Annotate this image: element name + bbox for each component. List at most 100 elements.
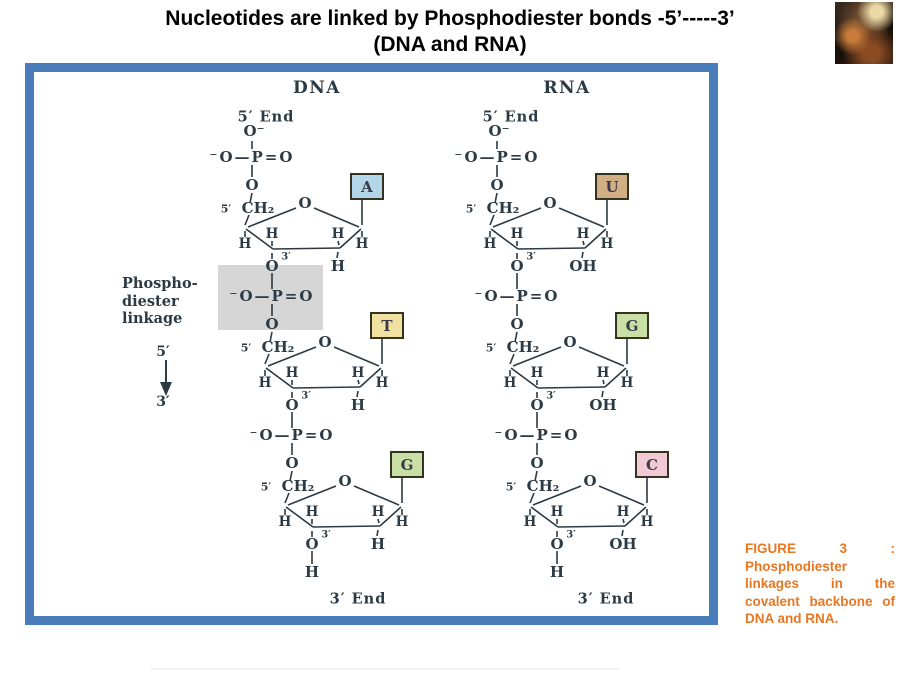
hydrogen-atom: H xyxy=(640,514,654,530)
hydrogen-atom: H xyxy=(285,365,299,381)
hydrogen-atom: H xyxy=(503,375,517,391)
book-cover-image xyxy=(835,2,893,64)
ring-oxygen: O xyxy=(563,333,577,351)
slide-title-line2: (DNA and RNA) xyxy=(373,33,527,56)
ch2-group: CH₂ xyxy=(261,338,295,356)
five-prime-label: 5′ xyxy=(485,341,497,355)
hydrogen-atom: H xyxy=(616,504,630,520)
hydrogen-atom: H xyxy=(395,514,409,530)
ring-oxygen: O xyxy=(583,472,597,490)
linker-oxygen: O xyxy=(245,176,259,194)
phosphodiester-label-line3: linkage xyxy=(122,310,183,327)
direction-arrow-icon xyxy=(160,360,172,396)
three-prime-label: 3′ xyxy=(281,251,291,263)
three-prime-oxygen: O xyxy=(510,257,524,275)
base-letter: U xyxy=(605,177,619,196)
hydrogen-atom: H xyxy=(523,514,537,530)
two-prime-substituent: OH xyxy=(569,257,597,275)
ch2-group: CH₂ xyxy=(281,477,315,495)
hydrogen-atom: H xyxy=(305,504,319,520)
bond-lines xyxy=(509,304,628,428)
five-prime-label: 5′ xyxy=(505,480,517,494)
hydrogen-atom: H xyxy=(530,365,544,381)
phosphate-group: ⁻O—P=O xyxy=(474,287,560,305)
ring-oxygen: O xyxy=(298,194,312,212)
ch2-group: CH₂ xyxy=(241,199,275,217)
slide-title: Nucleotides are linked by Phosphodiester… xyxy=(0,6,900,58)
ring-oxygen: O xyxy=(318,333,332,351)
two-prime-substituent: OH xyxy=(589,396,617,414)
five-prime-label: 5′ xyxy=(220,202,232,216)
base-letter: T xyxy=(381,316,393,335)
figure-frame xyxy=(25,63,718,625)
hydrogen-atom: H xyxy=(550,504,564,520)
ch2-group: CH₂ xyxy=(526,477,560,495)
phosphate-o-minus: O⁻ xyxy=(488,122,510,140)
hydrogen-atom: H xyxy=(278,514,292,530)
figure-caption: FIGURE 3 : Phosphodiester linkages in th… xyxy=(745,541,895,626)
three-prime-label: 3′ xyxy=(546,390,556,402)
three-prime-label: 3′ xyxy=(301,390,311,402)
hydrogen-atom: H xyxy=(265,226,279,242)
linker-oxygen: O xyxy=(530,454,544,472)
base-letter: C xyxy=(646,455,658,474)
three-prime-oxygen: O xyxy=(305,535,319,553)
hydrogen-atom: H xyxy=(620,375,634,391)
direction-arrow-5prime-label: 5′ xyxy=(156,344,170,360)
dna-three-prime-end-label: 3′ End xyxy=(329,590,387,608)
base-box: G xyxy=(615,312,649,339)
hydrogen-atom: H xyxy=(375,375,389,391)
hydrogen-atom: H xyxy=(510,226,524,242)
phosphate-o-minus: O⁻ xyxy=(243,122,265,140)
hydrogen-atom: H xyxy=(576,226,590,242)
phosphodiester-linkage-label: Phospho- diester linkage xyxy=(122,275,198,328)
base-box: C xyxy=(635,451,669,478)
base-box: U xyxy=(595,173,629,200)
hydrogen-atom: H xyxy=(351,365,365,381)
terminal-hydrogen: H xyxy=(304,563,320,581)
phosphate-group: ⁻O—P=O xyxy=(229,287,315,305)
bond-lines xyxy=(244,141,363,289)
five-prime-end-label: 5′ End xyxy=(237,108,295,126)
hydrogen-atom: H xyxy=(238,236,252,252)
two-prime-substituent: H xyxy=(370,535,386,553)
phosphate-group: ⁻O—P=O xyxy=(454,148,540,166)
phosphate-group: ⁻O—P=O xyxy=(249,426,335,444)
five-prime-end-label: 5′ End xyxy=(482,108,540,126)
three-prime-label: 3′ xyxy=(526,251,536,263)
three-prime-oxygen: O xyxy=(265,257,279,275)
hydrogen-atom: H xyxy=(600,236,614,252)
phosphate-group: ⁻O—P=O xyxy=(494,426,580,444)
bond-lines xyxy=(529,443,648,564)
bottom-divider-line xyxy=(150,668,620,670)
base-box: T xyxy=(370,312,404,339)
phosphodiester-label-line1: Phospho- xyxy=(122,275,198,292)
bond-lines xyxy=(284,443,403,564)
dna-column-header: DNA xyxy=(293,78,341,98)
base-letter: A xyxy=(361,177,373,196)
ch2-group: CH₂ xyxy=(506,338,540,356)
three-prime-oxygen: O xyxy=(530,396,544,414)
linker-oxygen: O xyxy=(510,315,524,333)
five-prime-label: 5′ xyxy=(240,341,252,355)
ch2-group: CH₂ xyxy=(486,199,520,217)
ring-oxygen: O xyxy=(338,472,352,490)
direction-arrow-3prime-label: 3′ xyxy=(156,394,170,410)
terminal-hydrogen: H xyxy=(549,563,565,581)
rna-three-prime-end-label: 3′ End xyxy=(577,590,635,608)
rna-column-header: RNA xyxy=(543,78,591,98)
base-box: A xyxy=(350,173,384,200)
slide-title-line1: Nucleotides are linked by Phosphodiester… xyxy=(165,7,735,30)
hydrogen-atom: H xyxy=(371,504,385,520)
phosphodiester-highlight xyxy=(218,265,323,330)
base-box: G xyxy=(390,451,424,478)
phosphate-group: ⁻O—P=O xyxy=(209,148,295,166)
linker-oxygen: O xyxy=(490,176,504,194)
three-prime-label: 3′ xyxy=(321,529,331,541)
five-prime-label: 5′ xyxy=(260,480,272,494)
ring-oxygen: O xyxy=(543,194,557,212)
two-prime-substituent: H xyxy=(330,257,346,275)
linker-oxygen: O xyxy=(285,454,299,472)
two-prime-substituent: H xyxy=(350,396,366,414)
